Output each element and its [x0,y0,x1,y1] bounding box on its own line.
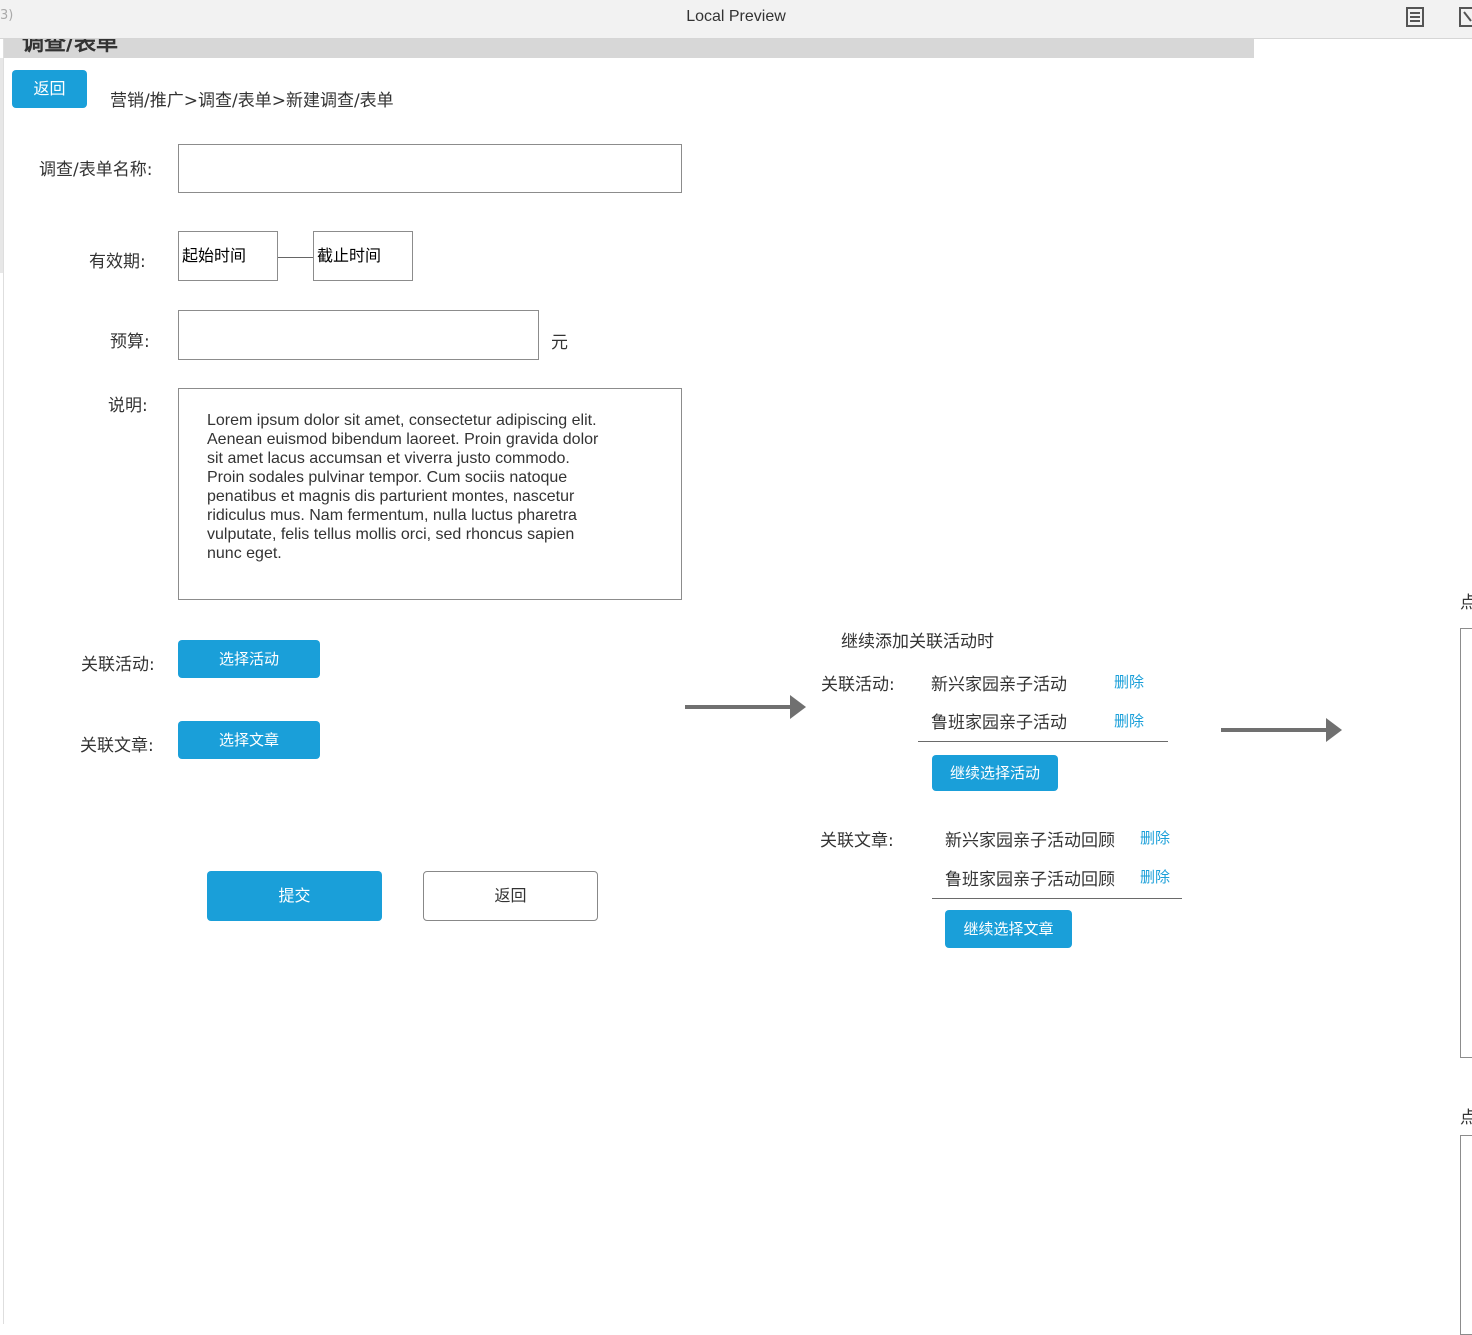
arrow-right-icon [685,695,806,719]
titlebar-left-fragment: 3) [0,8,14,23]
description-text: Lorem ipsum dolor sit amet, consectetur … [207,412,599,562]
close-icon[interactable] [1459,7,1472,27]
right-edge-panel [1460,1135,1472,1335]
page-header-band: 调查/表单 [4,39,1254,58]
left-scroll-strip [0,58,3,273]
validity-label: 有效期: [89,252,146,272]
delete-activity-link[interactable]: 删除 [1114,712,1145,730]
right-edge-fragment: 点 [1460,1108,1472,1128]
continued-activity-label: 关联活动: [821,675,895,695]
breadcrumb: 营销/推广>调查/表单>新建调查/表单 [110,91,394,111]
pages-icon[interactable] [1406,7,1424,27]
window-titlebar: 3) Local Preview [0,0,1472,39]
article-item-name: 鲁班家园亲子活动回顾 [945,870,1115,890]
back-button[interactable]: 返回 [12,70,87,108]
left-divider [3,39,4,1324]
activity-list-divider [918,741,1168,742]
description-label: 说明: [108,396,148,416]
submit-button[interactable]: 提交 [207,871,382,921]
activity-label: 关联活动: [81,655,155,675]
select-article-button[interactable]: 选择文章 [178,721,320,759]
continued-article-label: 关联文章: [820,831,894,851]
budget-input[interactable] [178,310,539,360]
budget-unit: 元 [551,333,568,353]
article-label: 关联文章: [80,736,154,756]
continued-title: 继续添加关联活动时 [841,632,994,652]
description-textarea[interactable]: Lorem ipsum dolor sit amet, consectetur … [178,388,682,600]
continue-select-activity-button[interactable]: 继续选择活动 [932,755,1058,791]
delete-article-link[interactable]: 删除 [1140,829,1171,847]
select-activity-button[interactable]: 选择活动 [178,640,320,678]
article-item-name: 新兴家园亲子活动回顾 [945,831,1115,851]
end-time-input[interactable]: 截止时间 [313,231,413,281]
activity-item-name: 鲁班家园亲子活动 [931,713,1067,733]
window-title: Local Preview [686,8,786,25]
date-range-connector [278,257,313,258]
right-edge-fragment: 点 [1460,593,1472,613]
article-list-divider [932,898,1182,899]
page-heading: 调查/表单 [22,39,119,56]
budget-label: 预算: [110,332,150,352]
activity-item-name: 新兴家园亲子活动 [931,675,1067,695]
start-time-input[interactable]: 起始时间 [178,231,278,281]
arrow-right-icon [1221,718,1342,742]
continue-select-article-button[interactable]: 继续选择文章 [945,910,1072,948]
name-input[interactable] [178,144,682,193]
start-time-text: 起始时间 [182,246,247,265]
end-time-text: 截止时间 [317,246,382,265]
delete-activity-link[interactable]: 删除 [1114,673,1145,691]
name-label: 调查/表单名称: [39,160,153,180]
delete-article-link[interactable]: 删除 [1140,868,1171,886]
return-button[interactable]: 返回 [423,871,598,921]
right-edge-panel [1460,628,1472,1058]
